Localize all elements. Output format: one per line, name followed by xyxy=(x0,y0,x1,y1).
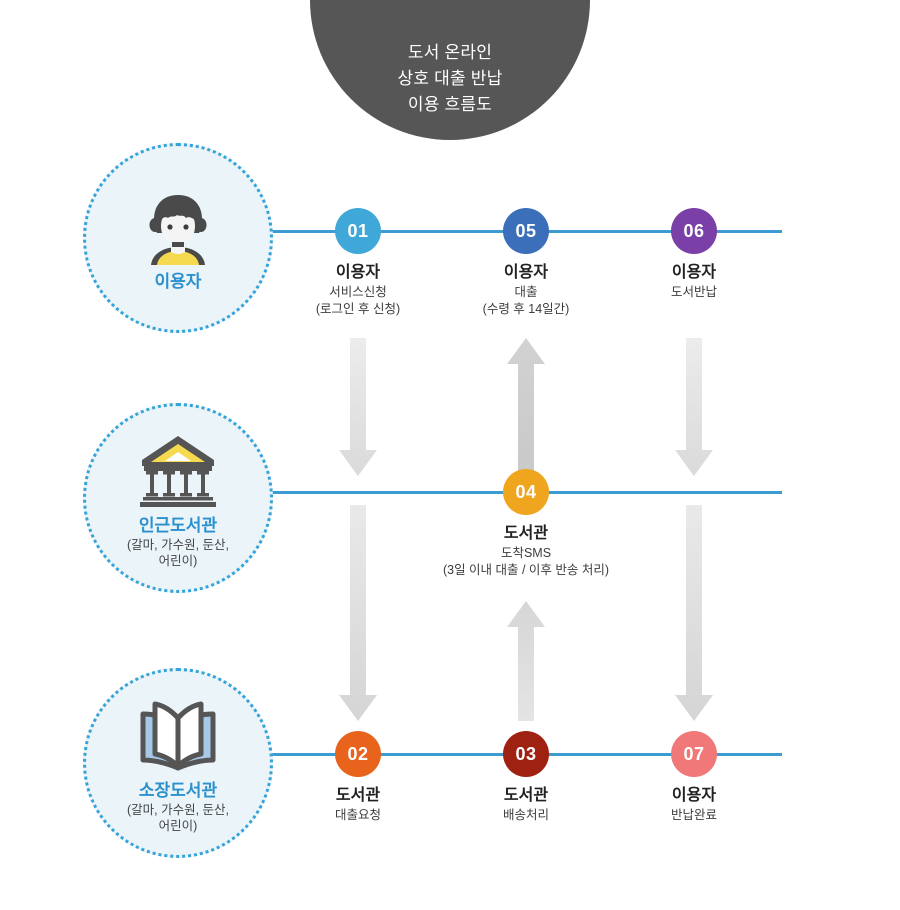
step-desc-03: 배송처리 xyxy=(502,808,549,822)
lane-sub-line-2: 어린이) xyxy=(158,553,198,568)
step-title-06: 이용자 xyxy=(671,264,717,281)
lane-title-nearby-library: 인근도서관 xyxy=(138,515,218,535)
step-desc-06: 도서반납 xyxy=(670,285,717,299)
arrow-col1-lower xyxy=(339,505,377,721)
step-title-07: 이용자 xyxy=(671,787,717,804)
step-title-04: 도서관 xyxy=(503,525,549,542)
step-node-05[interactable]: 05 이용자 대출 (수령 후 14일간) xyxy=(426,208,626,318)
step-node-03[interactable]: 03 도서관 배송처리 xyxy=(426,731,626,824)
title-line-2: 상호 대출 반납 xyxy=(397,69,503,88)
step-note-05: (수령 후 14일간) xyxy=(482,302,570,316)
step-desc-04: 도착SMS xyxy=(500,546,552,560)
step-badge-04: 04 xyxy=(503,469,549,515)
diagram-title-banner: 도서 온라인 상호 대출 반납 이용 흐름도 xyxy=(310,0,590,140)
library-building-icon xyxy=(135,428,221,514)
step-title-05: 이용자 xyxy=(503,264,549,281)
diagram-title: 도서 온라인 상호 대출 반납 이용 흐름도 xyxy=(398,40,503,118)
lane-nearby-library[interactable]: 인근도서관 (갈마, 가수원, 둔산, 어린이) xyxy=(83,403,273,593)
step-badge-01: 01 xyxy=(335,208,381,254)
step-desc-05: 대출 xyxy=(514,285,538,299)
arrow-col3-lower xyxy=(675,505,713,721)
arrow-col3-upper xyxy=(675,338,713,476)
lane-sub-line-1: (갈마, 가수원, 둔산, xyxy=(126,537,230,552)
step-title-01: 이용자 xyxy=(335,264,381,281)
step-desc-07: 반납완료 xyxy=(670,808,717,822)
step-badge-07: 07 xyxy=(671,731,717,777)
lane-sub-line-1: (갈마, 가수원, 둔산, xyxy=(126,802,230,817)
step-badge-03: 03 xyxy=(503,731,549,777)
open-book-icon xyxy=(135,693,221,779)
lane-holding-library[interactable]: 소장도서관 (갈마, 가수원, 둔산, 어린이) xyxy=(83,668,273,858)
lane-title-user: 이용자 xyxy=(154,272,202,291)
arrow-col1-upper xyxy=(339,338,377,476)
step-desc-02: 대출요청 xyxy=(334,808,381,822)
lane-user[interactable]: 이용자 xyxy=(83,143,273,333)
title-line-3: 이용 흐름도 xyxy=(407,95,493,114)
step-note-04: (3일 이내 대출 / 이후 반송 처리) xyxy=(442,563,610,577)
lane-sub-nearby-library: (갈마, 가수원, 둔산, 어린이) xyxy=(127,537,229,569)
person-icon xyxy=(135,184,221,270)
arrow-col2-lower xyxy=(507,601,545,721)
step-node-07[interactable]: 07 이용자 반납완료 xyxy=(594,731,794,824)
step-node-01[interactable]: 01 이용자 서비스신청 (로그인 후 신청) xyxy=(258,208,458,318)
title-line-1: 도서 온라인 xyxy=(407,43,493,62)
step-desc-01: 서비스신청 xyxy=(329,285,387,299)
step-badge-06: 06 xyxy=(671,208,717,254)
step-node-02[interactable]: 02 도서관 대출요청 xyxy=(258,731,458,824)
lane-sub-holding-library: (갈마, 가수원, 둔산, 어린이) xyxy=(127,802,229,834)
arrow-col2-upper xyxy=(507,338,545,476)
step-node-04[interactable]: 04 도서관 도착SMS (3일 이내 대출 / 이후 반송 처리) xyxy=(426,469,626,579)
lane-sub-line-2: 어린이) xyxy=(158,818,198,833)
step-badge-02: 02 xyxy=(335,731,381,777)
step-badge-05: 05 xyxy=(503,208,549,254)
step-node-06[interactable]: 06 이용자 도서반납 xyxy=(594,208,794,301)
step-title-02: 도서관 xyxy=(335,787,381,804)
step-note-01: (로그인 후 신청) xyxy=(315,302,401,316)
lane-title-holding-library: 소장도서관 xyxy=(138,780,218,800)
step-title-03: 도서관 xyxy=(503,787,549,804)
